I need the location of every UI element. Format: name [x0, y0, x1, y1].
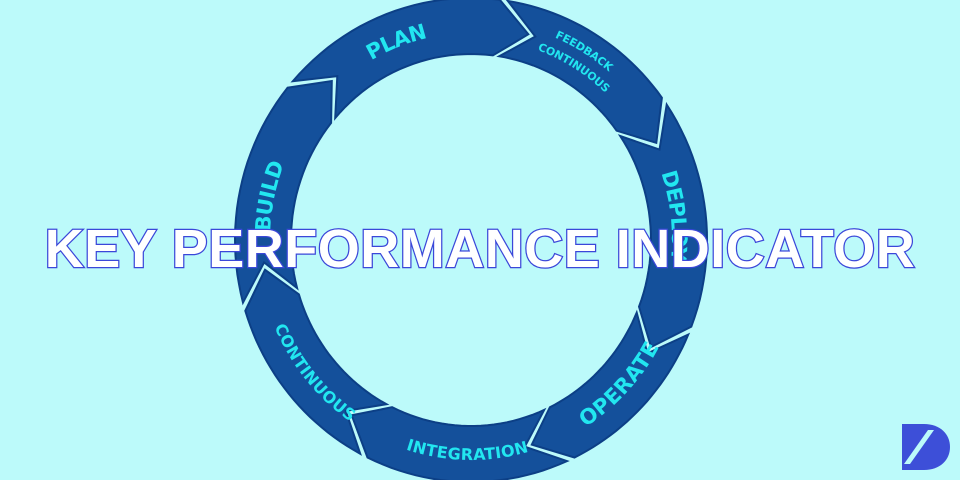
cycle-ring [233, 0, 709, 480]
brand-d-logo-icon [902, 424, 950, 470]
cycle-arrow-continuous-feedback [496, 0, 663, 145]
brand-d-logo-shape [902, 424, 950, 470]
cycle-arrow-continuous [244, 268, 390, 456]
cycle-arrow-plan [290, 0, 530, 121]
cycle-arrow-deploy [617, 101, 709, 349]
cycle-arrow-operate [530, 309, 691, 459]
cycle-arrow-build [233, 79, 333, 306]
headline: KEY PERFORMANCE INDICATOR [43, 218, 916, 281]
brand-d-logo-slash [904, 430, 934, 464]
cycle-arrow-integration [350, 406, 570, 480]
